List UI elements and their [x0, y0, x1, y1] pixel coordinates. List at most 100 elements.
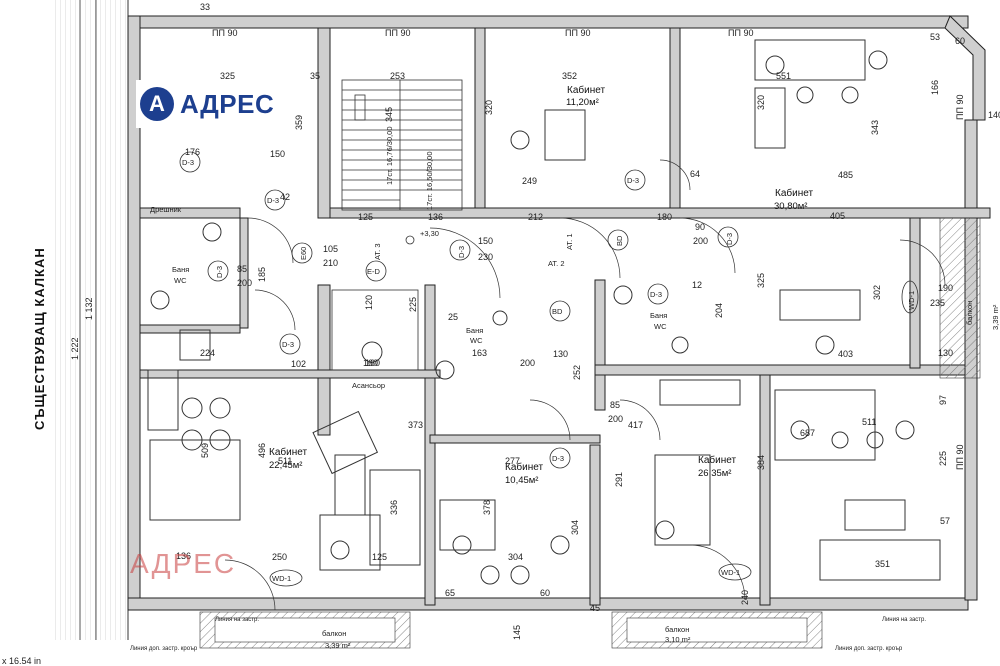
dim-55: 304 [570, 520, 580, 535]
brand-logo: A АДРЕС [136, 80, 276, 128]
dim-77: 60 [955, 36, 965, 46]
wall-int-8 [424, 284, 436, 606]
wall-corner [944, 15, 986, 121]
logo-mark: A [140, 87, 174, 121]
door-tag-at3: АТ. 3 [373, 243, 382, 260]
dim-56: 291 [614, 472, 624, 487]
wall-int-14 [429, 434, 601, 444]
railing-note-1: Линия на застр. [215, 617, 259, 623]
railing-note-2: Линия доп. застр. кроър [130, 646, 198, 652]
office1-area: 11,20м² [566, 97, 599, 108]
wall-int-7 [317, 284, 331, 436]
dim-35: 163 [472, 348, 487, 358]
door-tag-bd2: BD [552, 307, 563, 316]
dim-51: 373 [408, 420, 423, 430]
dim-14: 405 [830, 211, 845, 221]
logo-text: АДРЕС [180, 88, 275, 119]
window-tag-2: WD-1 [721, 568, 740, 577]
wall-int-15 [239, 217, 249, 329]
dim-2: 359 [294, 115, 304, 130]
wall-top [127, 15, 969, 29]
dim-81: 12 [692, 280, 702, 290]
door-tag-3: D-3 [215, 266, 224, 278]
dim-50: 509 [200, 443, 210, 458]
wall-int-6 [139, 324, 241, 334]
dim-31: 160 [363, 358, 378, 368]
door-tag-bd1: BD [615, 235, 624, 246]
dim-64: 60 [540, 588, 550, 598]
balcony-right-name: балкон [965, 301, 974, 325]
bath-mid-name: Баня [466, 326, 483, 335]
wall-int-16 [909, 217, 921, 369]
dim-7: 320 [484, 100, 494, 115]
dim-20: 150 [478, 236, 493, 246]
railing-note-4: Линия доп. застр. кроър [835, 646, 903, 652]
dim-11: 551 [776, 71, 791, 81]
dim-61: 250 [272, 552, 287, 562]
dim-52: 277 [505, 456, 520, 466]
office5-name: Кабинет [698, 454, 736, 466]
window-label-3: ПП 90 [565, 28, 590, 38]
dim-48: 511 [278, 456, 292, 466]
dim-37: 85 [610, 400, 620, 410]
window-tag-1: WD-1 [272, 574, 291, 583]
office2-area: 30,80м² [774, 201, 807, 212]
dim-9: 249 [522, 176, 537, 186]
stairs [341, 79, 463, 211]
window-label-6: ПП 90 [955, 445, 965, 470]
dim-49: 496 [257, 443, 267, 458]
dim-72: 166 [930, 80, 940, 95]
dim-30: 120 [364, 295, 374, 310]
wall-int-2 [474, 27, 486, 219]
window-label-2: ПП 90 [385, 28, 410, 38]
bath-left-name: Баня [172, 265, 189, 274]
dim-46: 687 [800, 428, 815, 438]
dim-73: 53 [930, 32, 940, 42]
dim-69: 160 [365, 358, 380, 368]
elevator-label: Асансьор [352, 381, 385, 390]
bath-left-sub: WC [174, 276, 187, 285]
dim-28: 225 [408, 297, 418, 312]
dim-43: 302 [872, 285, 882, 300]
stairs-label-2: 17ст. 16,50/30,00 [425, 152, 434, 210]
office3-name: Кабинет [269, 446, 307, 458]
dim-33: 224 [200, 348, 215, 358]
dim-8: 352 [562, 71, 577, 81]
door-tag-8: D-3 [650, 290, 662, 299]
dim-22: 105 [323, 244, 338, 254]
door-tag-6: D-3 [627, 176, 639, 185]
dim-40: 417 [628, 420, 643, 430]
dim-76: 57 [940, 516, 950, 526]
office2-name: Кабинет [775, 187, 813, 199]
door-tag-4: D-3 [282, 340, 294, 349]
furniture [147, 39, 941, 585]
dim-39: 252 [572, 365, 582, 380]
dim-53: 378 [482, 500, 492, 515]
door-tag-9: D-3 [552, 454, 564, 463]
door-tags: D-3 D-3 D-3 D-3 D-3 D-3 D-3 D-3 D-3 E-D … [179, 151, 919, 587]
door-tag-5: D-3 [457, 246, 466, 258]
door-tag-1: D-3 [182, 158, 194, 167]
dim-75: 97 [938, 395, 948, 405]
bath-mid-sub: WC [470, 336, 483, 345]
doors [224, 159, 946, 611]
dim-13: 485 [838, 170, 853, 180]
bath-right-sub: WC [654, 322, 667, 331]
dim-62: 125 [372, 552, 387, 562]
dim-24: 85 [237, 264, 247, 274]
wall-int-12 [589, 444, 601, 606]
wall-int-10 [139, 369, 441, 379]
bottom-left-text: x 16.54 in [2, 656, 41, 666]
dim-10: 64 [690, 169, 700, 179]
office3-area: 22,45м² [269, 460, 302, 471]
balcony-mid-name: балкон [665, 625, 689, 634]
balcony-left-name: балкон [322, 629, 346, 638]
wall-int-5 [329, 207, 991, 219]
dim-25: 200 [237, 278, 252, 288]
dim-57: 304 [508, 552, 523, 562]
balcony-right [939, 217, 981, 379]
wall-bottom [127, 597, 969, 611]
balcony-mid-area: 3,10 m² [665, 635, 691, 644]
dim-42: 325 [756, 273, 766, 288]
